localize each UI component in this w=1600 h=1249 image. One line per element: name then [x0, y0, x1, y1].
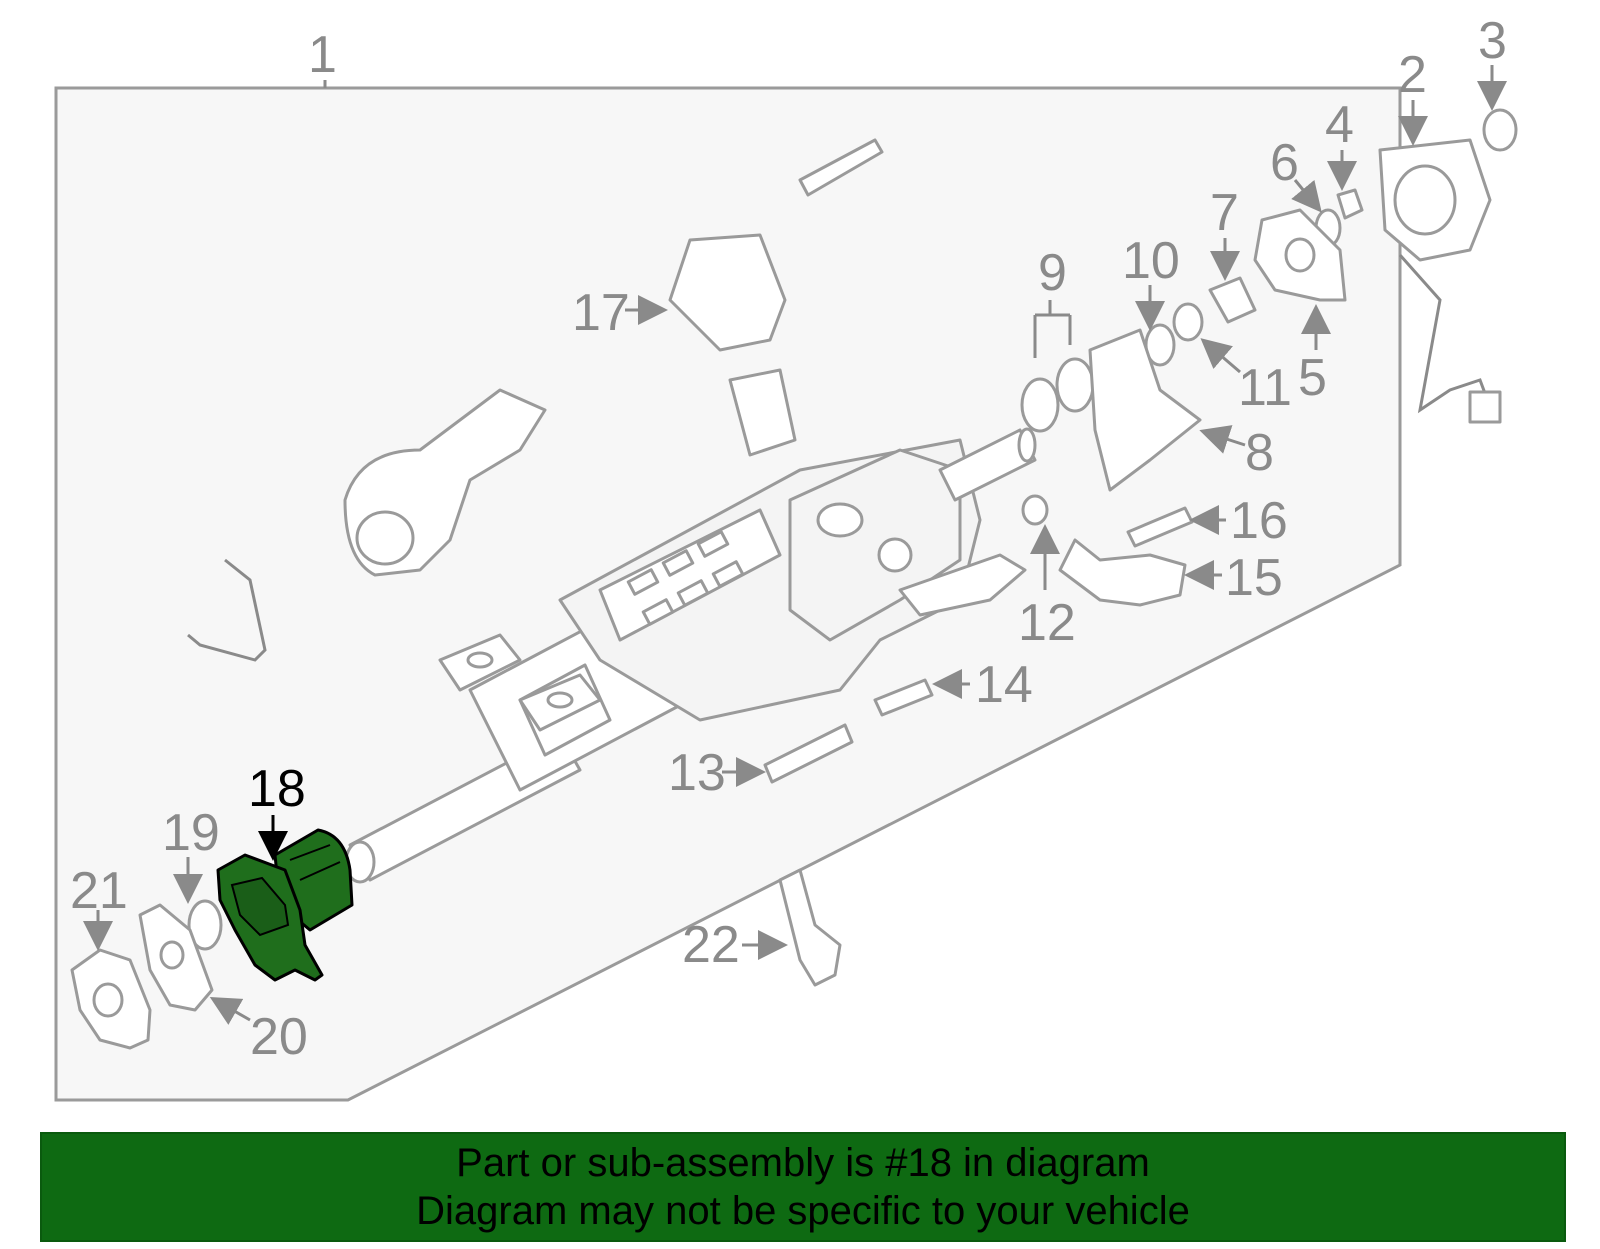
- callout-15: 15: [1225, 549, 1283, 607]
- callout-16: 16: [1230, 492, 1288, 550]
- part-7: [1208, 276, 1257, 324]
- callout-12: 12: [1018, 594, 1076, 652]
- part-8-bracket: [1088, 328, 1202, 492]
- part-17-bracket: [668, 138, 884, 457]
- part-22: [778, 868, 842, 987]
- banner-line-1: Part or sub-assembly is #18 in diagram: [456, 1141, 1150, 1185]
- callout-22: 22: [682, 916, 740, 974]
- callout-14: 14: [975, 656, 1033, 714]
- cover-bore: [355, 510, 415, 566]
- part-12: [1021, 494, 1049, 526]
- part-11-bushing: [1172, 302, 1204, 342]
- callout-5: 5: [1298, 349, 1327, 407]
- part-13-spring: [763, 723, 854, 784]
- callout-1: 1: [308, 26, 337, 84]
- leader-9: [1033, 300, 1072, 358]
- part-5-gear-plate: [1253, 208, 1347, 302]
- steering-column: [344, 427, 1037, 884]
- callout-4: 4: [1325, 96, 1354, 154]
- part-9-seal-b: [1055, 357, 1095, 413]
- part-4-clip: [1336, 188, 1364, 220]
- callout-11: 11: [1238, 359, 1292, 417]
- callout-2: 2: [1398, 46, 1427, 104]
- callout-19: 19: [162, 804, 220, 862]
- info-banner: Part or sub-assembly is #18 in diagram D…: [40, 1132, 1566, 1242]
- part-2-clockspring: [1378, 138, 1502, 424]
- leader-6: [1291, 179, 1322, 213]
- callout-7: 7: [1210, 184, 1239, 242]
- part-20-bore: [159, 940, 185, 970]
- part-9-seal-a: [1020, 377, 1060, 433]
- callout-17: 17: [572, 284, 630, 342]
- callout-20: 20: [250, 1008, 308, 1066]
- callout-18: 18: [248, 760, 306, 818]
- part-3-ring: [1482, 108, 1518, 152]
- part-21-bore: [92, 982, 124, 1018]
- wire-clip: [187, 558, 267, 662]
- callout-9: 9: [1038, 244, 1067, 302]
- leader-20: [209, 997, 251, 1025]
- banner-line-2: Diagram may not be specific to your vehi…: [416, 1189, 1190, 1233]
- callout-8: 8: [1245, 424, 1274, 482]
- callout-6: 6: [1270, 134, 1299, 192]
- callout-3: 3: [1478, 12, 1507, 70]
- callout-13: 13: [668, 744, 726, 802]
- part-18-highlighted: [216, 828, 354, 982]
- leader-11: [1200, 338, 1241, 374]
- callout-10: 10: [1122, 232, 1180, 290]
- leader-8: [1199, 425, 1246, 454]
- part-19-ring: [187, 899, 223, 951]
